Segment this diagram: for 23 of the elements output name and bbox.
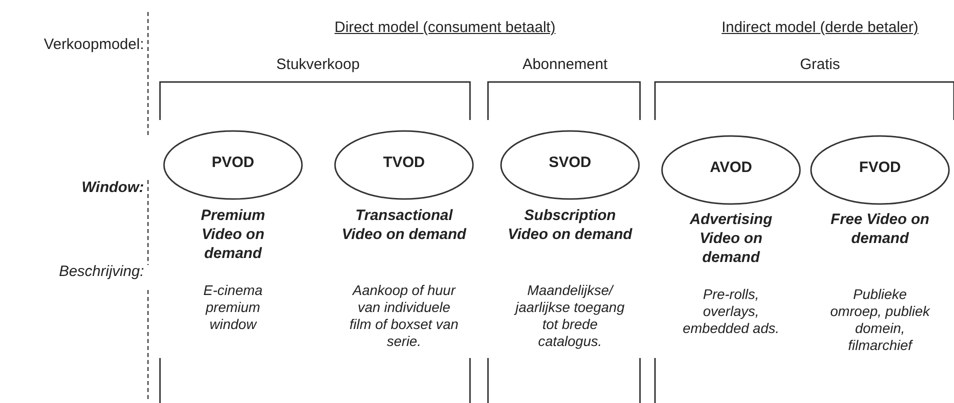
group-heading: Direct model (consument betaalt) — [334, 18, 556, 37]
category-label: Gratis — [798, 55, 841, 74]
window-name: Free Video on demand — [830, 210, 930, 248]
ellipse-node: FVOD — [810, 135, 950, 205]
category-label: Stukverkoop — [275, 55, 361, 74]
window-name: Advertising Video on demand — [688, 210, 774, 267]
ellipse-node: PVOD — [163, 130, 303, 200]
description-text: Publieke omroep, publiek domein, filmarchief — [829, 286, 932, 354]
window-name: Premium Video on demand — [200, 206, 266, 263]
description-text: Maandelijkse/ jaarlijkse toegang tot brede catalogus. — [513, 282, 626, 350]
ellipse-node: TVOD — [334, 130, 474, 200]
ellipse-node: SVOD — [500, 130, 640, 200]
window-name: Transactional Video on demand — [340, 206, 468, 244]
category-label: Abonnement — [521, 55, 609, 74]
description-text: Aankoop of huur van individuele film of boxset van serie. — [348, 282, 460, 350]
row-label: Window: — [80, 178, 144, 197]
row-label: Verkoopmodel: — [42, 35, 144, 54]
ellipse-node: AVOD — [661, 135, 801, 205]
window-name: Subscription Video on demand — [508, 206, 632, 244]
row-label: Beschrijving: — [58, 262, 144, 281]
description-text: E-cinema premium window — [202, 282, 264, 333]
description-text: Pre-rolls, overlays, embedded ads. — [682, 286, 780, 337]
group-heading: Indirect model (derde betaler) — [720, 18, 920, 37]
